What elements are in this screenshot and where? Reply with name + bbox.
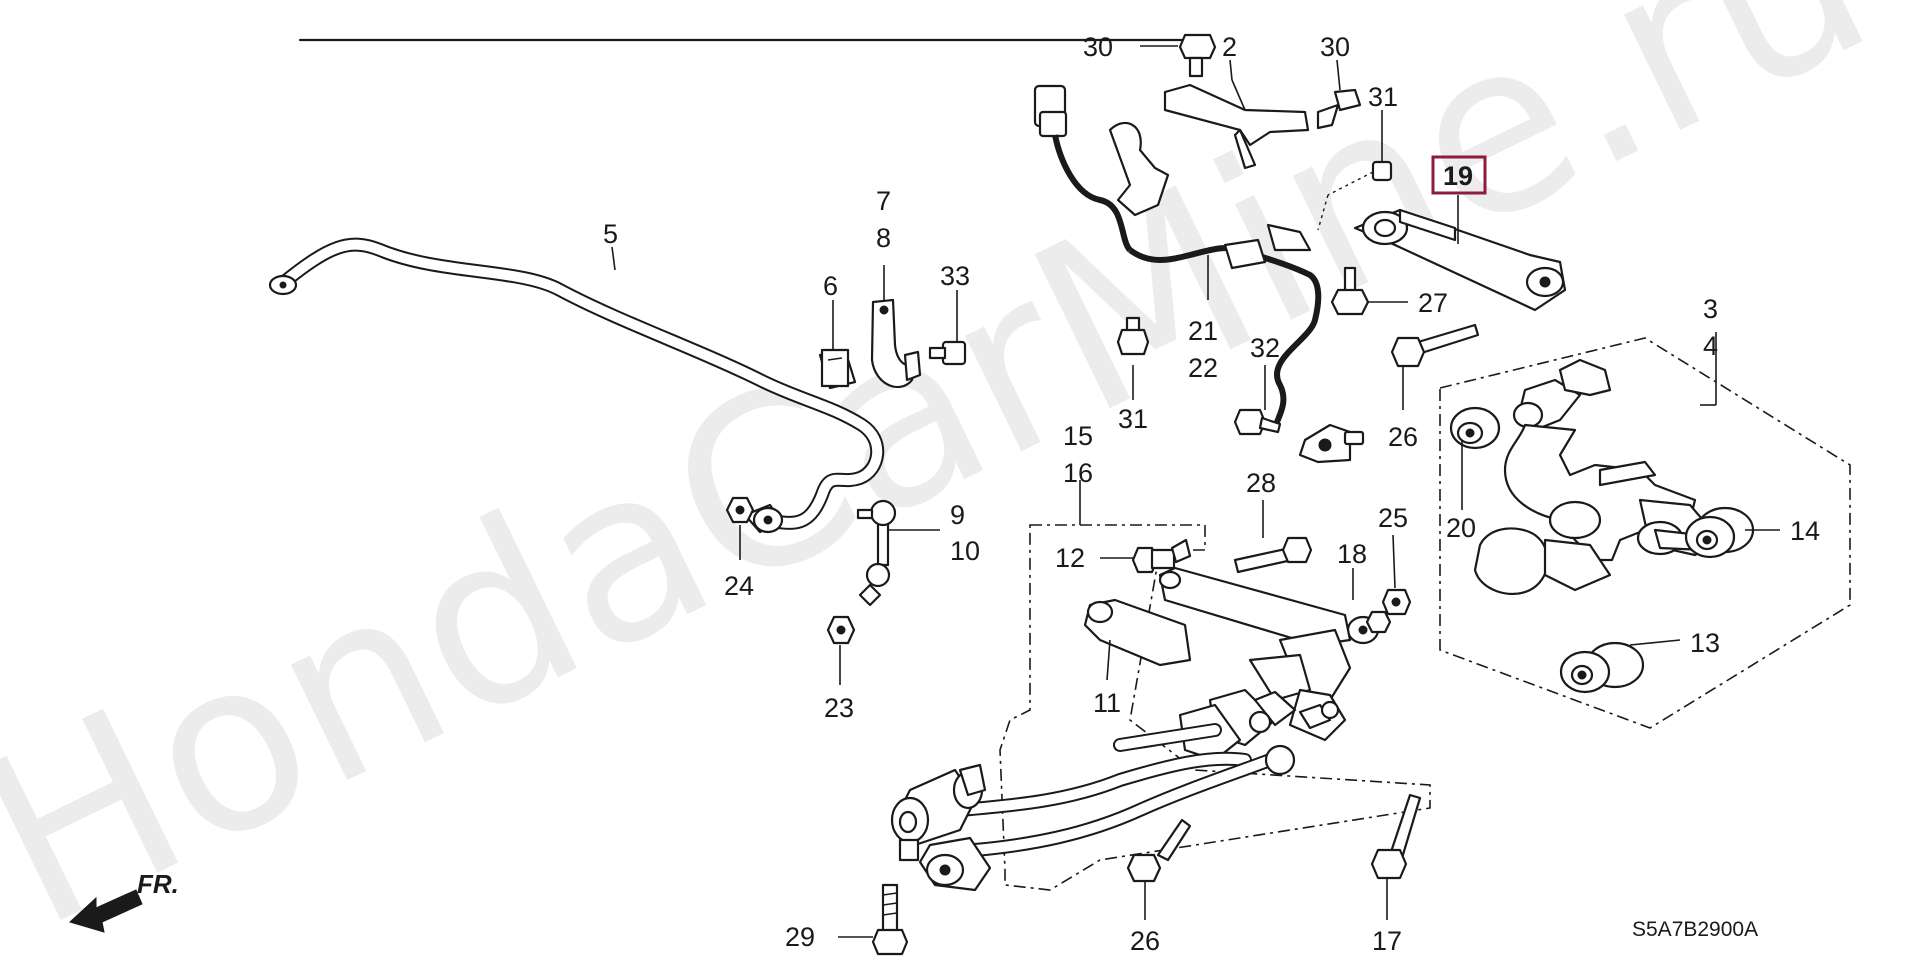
callout-6[interactable]: 6 — [823, 271, 838, 301]
cable-bracket — [1163, 83, 1310, 170]
callout-17[interactable]: 17 — [1372, 926, 1402, 956]
callout-8[interactable]: 8 — [876, 223, 891, 253]
callout-26-middle[interactable]: 26 — [1388, 422, 1418, 452]
callout-16[interactable]: 16 — [1063, 458, 1093, 488]
lower-arm-assembly — [999, 524, 1431, 891]
callout-26-lower[interactable]: 26 — [1130, 926, 1160, 956]
front-direction-marker: FR. — [69, 869, 179, 933]
knuckle-assembly — [1439, 337, 1851, 729]
stabilizer-bar — [268, 237, 885, 530]
bolt-29 — [871, 883, 909, 956]
callout-3[interactable]: 3 — [1703, 294, 1718, 324]
callout-21[interactable]: 21 — [1188, 316, 1218, 346]
stabilizer-link — [743, 499, 897, 607]
bolt-31-middle — [1116, 316, 1150, 356]
callout-7[interactable]: 7 — [876, 186, 891, 216]
callout-31-top[interactable]: 31 — [1368, 82, 1398, 112]
callout-22[interactable]: 22 — [1188, 353, 1218, 383]
callout-29[interactable]: 29 — [785, 922, 815, 952]
bolt-26-middle — [1390, 323, 1480, 368]
callout-5[interactable]: 5 — [603, 219, 618, 249]
adjust-bolt-12 — [1131, 538, 1192, 574]
callout-19[interactable]: 19 — [1443, 161, 1473, 191]
callout-31-middle[interactable]: 31 — [1118, 404, 1148, 434]
bolt-30-right — [1316, 88, 1362, 130]
callout-13[interactable]: 13 — [1690, 628, 1720, 658]
upper-control-arm — [1353, 208, 1567, 312]
knuckle-bushing-13 — [1559, 641, 1645, 694]
callout-14[interactable]: 14 — [1790, 516, 1820, 546]
callout-30-right[interactable]: 30 — [1320, 32, 1350, 62]
washer-18 — [1346, 610, 1392, 645]
flange-nut-23 — [826, 615, 856, 645]
flange-bolt — [928, 340, 967, 366]
callout-2[interactable]: 2 — [1222, 32, 1237, 62]
bolt-27 — [1330, 266, 1370, 316]
callout-labels: 30 2 30 31 19 5 7 8 6 33 21 22 27 3 4 31… — [603, 32, 1820, 956]
bolt-26-lower — [1126, 818, 1192, 883]
callout-10[interactable]: 10 — [950, 536, 980, 566]
callout-11[interactable]: 11 — [1093, 688, 1121, 718]
callout-27[interactable]: 27 — [1418, 288, 1448, 318]
callout-28[interactable]: 28 — [1246, 468, 1276, 498]
lower-arm-bushing-front — [890, 763, 987, 862]
lower-arm-link — [953, 566, 1352, 857]
callout-20[interactable]: 20 — [1446, 513, 1476, 543]
nut-25 — [1381, 588, 1412, 616]
callout-23[interactable]: 23 — [824, 693, 854, 723]
front-label: FR. — [137, 869, 179, 899]
knuckle-bushing-14 — [1684, 506, 1755, 559]
callout-33[interactable]: 33 — [940, 261, 970, 291]
lower-arm-bushing-rear — [918, 836, 992, 892]
diagram-code: S5A7B2900A — [1632, 918, 1758, 941]
callout-4[interactable]: 4 — [1703, 331, 1718, 361]
callout-32[interactable]: 32 — [1250, 333, 1280, 363]
callout-15[interactable]: 15 — [1063, 421, 1093, 451]
callout-30-top[interactable]: 30 — [1083, 32, 1113, 62]
stabilizer-bushing — [818, 348, 857, 390]
highlight-19-box — [1431, 155, 1487, 195]
callout-12[interactable]: 12 — [1055, 543, 1085, 573]
bolt-28 — [1233, 536, 1313, 574]
bolt-17 — [1370, 793, 1422, 880]
callout-24[interactable]: 24 — [724, 571, 754, 601]
knuckle-bushing-20 — [1449, 406, 1501, 450]
callout-9[interactable]: 9 — [950, 500, 965, 530]
bolt-31-top — [1317, 160, 1393, 231]
leader-lines — [611, 45, 1780, 938]
bolt-32 — [1233, 408, 1282, 436]
wheel-speed-sensor — [1033, 84, 1365, 464]
flange-nut-24 — [725, 496, 755, 524]
callout-25[interactable]: 25 — [1378, 503, 1408, 533]
bushing-holder — [870, 298, 922, 389]
callout-18[interactable]: 18 — [1337, 539, 1367, 569]
bolt-30-top — [298, 33, 1217, 78]
